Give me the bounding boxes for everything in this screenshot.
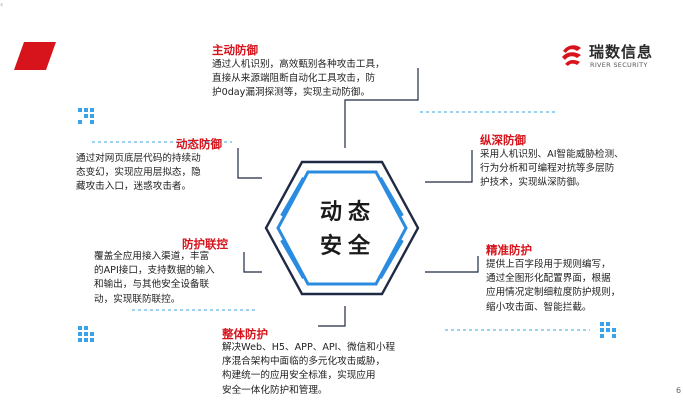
section-title-overall-protection: 整体防护 xyxy=(222,327,268,341)
company-logo: 瑞数信息 RIVER SECURITY xyxy=(559,40,677,74)
section-line: 通过人机识别，高效甄别各种攻击工具， xyxy=(212,59,385,70)
center-hexagon xyxy=(264,160,420,296)
blue-dots-decoration-3 xyxy=(600,322,616,338)
section-line: 直接从来源端阻断自动化工具攻击，防 xyxy=(212,73,376,85)
section-line: 通过全图形化配置界面，根据 xyxy=(486,273,611,285)
blue-dots-decoration-1 xyxy=(78,108,94,124)
section-line: 行为分析和可编程对抗等多层防 xyxy=(480,163,615,175)
section-line: 藏攻击入口，迷惑攻击者。 xyxy=(76,181,192,193)
center-label-line2: 安全 xyxy=(320,234,377,259)
river-logo-mark-icon xyxy=(562,45,581,66)
section-body-overall-protection: 解决Web、H5、APP、API、微信和小程 序混合架构中面临的多元化攻击威胁，… xyxy=(222,341,422,398)
section-line: 安全一体化防护和管理。 xyxy=(222,384,328,396)
section-title-active-defense: 主动防御 xyxy=(212,43,258,57)
corner-mark: ‹ xyxy=(0,0,4,9)
section-line: 的API接口，支持数据的输入 xyxy=(94,265,215,277)
section-line: 构建统一的应用安全标准，实现应用 xyxy=(222,370,376,382)
blue-dots-decoration-2 xyxy=(78,326,94,342)
section-line: 通过对网页底层代码的持续动 xyxy=(76,153,201,164)
section-line: 动，实现联防联控。 xyxy=(94,293,181,305)
section-line: 提供上百字段用于规则编写， xyxy=(486,259,611,270)
section-line: 和输出，与其他安全设备联 xyxy=(94,279,210,291)
section-line: 护技术，实现纵深防御。 xyxy=(480,177,586,189)
section-line: 缩小攻击面、智能拦截。 xyxy=(486,301,592,313)
logo-name-cn: 瑞数信息 xyxy=(589,43,654,61)
center-label-line1: 动态 xyxy=(320,200,377,225)
section-line: 解决Web、H5、APP、API、微信和小程 xyxy=(222,342,396,353)
section-title-dynamic-defense: 动态防御 xyxy=(176,137,222,151)
section-line: 采用人机识别、AI智能威胁检测、 xyxy=(480,149,624,160)
section-body-precise-protection: 提供上百字段用于规则编写， 通过全图形化配置界面，根据 应用情况定制细粒度防护规… xyxy=(486,258,666,315)
section-body-dynamic-defense: 通过对网页底层代码的持续动 态变幻，实现应用层拟态，隐 藏攻击入口，迷惑攻击者。 xyxy=(76,152,240,195)
section-body-active-defense: 通过人机识别，高效甄别各种攻击工具， 直接从来源端阻断自动化工具攻击，防 护0d… xyxy=(212,58,422,101)
section-title-depth-defense: 纵深防御 xyxy=(480,133,526,147)
section-body-linkage-control: 覆盖全应用接入渠道，丰富 的API接口，支持数据的输入 和输出，与其他安全设备联… xyxy=(94,250,254,307)
logo-name-en: RIVER SECURITY xyxy=(590,61,648,69)
section-body-depth-defense: 采用人机识别、AI智能威胁检测、 行为分析和可编程对抗等多层防 护技术，实现纵深… xyxy=(480,148,660,191)
section-line: 护0day漏洞探测等，实现主动防御。 xyxy=(212,87,371,99)
section-title-precise-protection: 精准防护 xyxy=(486,243,532,257)
section-title-linkage-control: 防护联控 xyxy=(182,237,228,251)
red-banner-shape xyxy=(14,42,56,70)
section-line: 覆盖全应用接入渠道，丰富 xyxy=(94,251,210,262)
section-line: 应用情况定制细粒度防护规则， xyxy=(486,287,621,299)
section-line: 态变幻，实现应用层拟态，隐 xyxy=(76,167,201,179)
page-number: 6 xyxy=(676,386,682,395)
section-line: 序混合架构中面临的多元化攻击威胁， xyxy=(222,356,386,368)
